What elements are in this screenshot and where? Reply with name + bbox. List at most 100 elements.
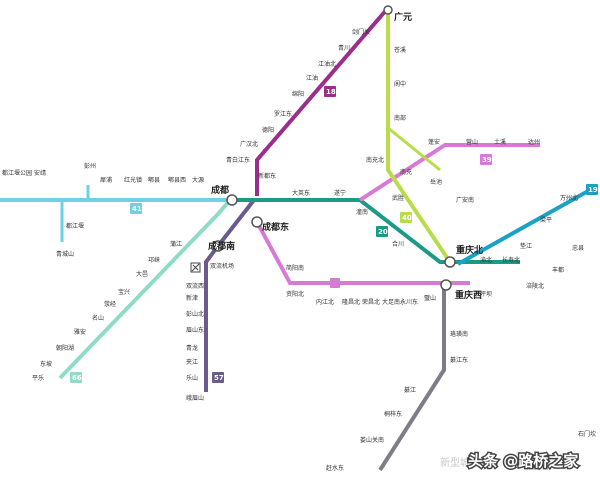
svg-text:41: 41 [132,205,142,213]
hub-chongqing-west: 重庆西 [455,289,482,301]
station-jianyang: 简阳南 [286,264,304,272]
station-leshan: 乐山 [186,374,198,382]
line-39 [358,143,540,202]
line-19 [457,188,591,266]
chengdu-south-hub [212,240,224,252]
station-mingshan: 名山 [92,314,104,322]
station-dongpo: 东坡 [40,360,52,368]
svg-text:20: 20 [378,228,388,236]
line-gray [378,285,446,472]
hub-chongqing-north: 重庆北 [456,244,483,256]
station-dayingdong: 大英东 [292,189,310,197]
svg-text:40: 40 [402,214,412,222]
station-wusheng: 武胜 [392,194,404,202]
station-nanchong: 南充 [400,168,412,176]
station-fengdu: 丰都 [552,266,564,274]
station-pengshan: 彭山北 [186,310,204,318]
line-40-branch [387,126,441,172]
chongqing-north-hub [444,256,456,268]
station-ziyang: 资阳北 [286,290,304,298]
station-tongnan: 潼南 [356,208,368,216]
station-langzhong: 阆中 [394,80,406,88]
station-qinglong: 青龙 [186,344,198,352]
station-fuling: 涪陵北 [526,282,544,290]
station-yongchuan: 永川东 [400,298,418,306]
station-emei: 峨眉山 [186,394,204,402]
station-longchang: 隆昌北 [342,298,360,306]
line-57 [204,198,256,392]
station-liangping: 梁平 [540,216,552,224]
station-dayi: 大邑 [136,270,148,278]
station-xipu: 犀浦 [100,176,112,184]
station-dazu: 大足南 [382,298,400,306]
station-yuzhen: 渝北 [480,256,492,264]
badge-19: 19 [586,184,598,195]
station-hechuan: 合川 [392,240,404,248]
station-deyang: 德阳 [262,126,274,134]
station-jiajiang: 夹江 [186,358,198,366]
station-zhongxian: 忠县 [572,244,584,252]
station-guanganan: 广安南 [456,196,474,204]
station-qingchuan: 青川 [338,44,350,52]
station-pengzhou: 彭州 [84,162,96,170]
hub-chengdu: 成都 [211,184,229,196]
station-nanchongbei: 南充北 [366,156,384,164]
badge-18: 18 [324,86,336,97]
station-qingchengshan: 青城山 [56,250,74,258]
badge-41: 41 [130,203,142,214]
station-jiangyan: 都江堰 [66,222,84,230]
station-qijiang: 綦江 [404,386,416,394]
station-dujiangyan: 都江堰公园 [2,169,32,177]
hub-chengdu-east: 成都东 [262,221,289,233]
station-jiange: 剑门关 [352,28,370,36]
station-dayuan: 大源 [192,176,204,184]
station-dianjiang: 垫江 [520,242,532,250]
station-chaoyanghu: 朝阳湖 [56,344,74,352]
badge-13 [330,278,340,288]
station-wanzhou: 万州北 [560,194,578,202]
station-tuxi: 土溪 [494,138,506,146]
station-shapingba: 沙坪坝 [474,290,492,298]
watermark-main: 头条 @路桥之家 [468,452,578,470]
badge-57: 57 [212,372,224,383]
station-shuangliuxi: 双流西 [186,282,204,290]
station-luohuang: 珞璜南 [450,330,468,338]
station-labels: 剑门关 青川 江油北 江油 绵阳 罗江东 德阳 广汉北 青白江东 新都东 苍溪 … [2,28,596,472]
station-tongzi: 桐梓东 [384,410,402,418]
station-yaan: 雅安 [74,328,86,336]
line-39-branch [255,221,470,285]
station-luojiang: 罗江东 [274,110,292,118]
station-cangxi: 苍溪 [394,46,406,54]
chengdu-hub [226,194,238,206]
station-dazhou: 达州 [528,138,540,146]
station-neijiang: 内江北 [316,298,334,306]
station-loushanguan: 娄山关南 [360,436,384,444]
station-jiangjin: 綦江东 [450,356,468,364]
station-nanbu: 南部 [394,114,406,122]
station-pingle: 平乐 [32,375,44,382]
line-18 [255,6,390,196]
svg-text:57: 57 [214,374,224,382]
station-xishan: 石门坎 [578,430,596,438]
station-qingbaijiang: 青白江东 [226,156,250,164]
station-xingjing: 荥经 [104,300,116,308]
svg-text:19: 19 [588,186,598,194]
chongqing-west-hub [440,279,452,291]
hub-guangyuan: 广元 [394,11,412,23]
station-bishan: 璧山 [424,294,436,302]
line-66 [58,198,232,380]
guangyuan-hub [383,5,393,15]
station-qionglai: 邛崃 [148,256,160,264]
airport-icon [190,262,201,273]
hub-chengdu-south: 成都南 [208,240,235,252]
station-yuechi: 岳池 [430,178,442,186]
station-xinjin: 新津 [186,294,198,302]
badge-66: 66 [70,372,82,383]
station-suining: 遂宁 [334,189,346,197]
station-meishan: 眉山东 [186,326,204,334]
line-41 [0,185,232,242]
station-rongchang: 荣昌北 [362,298,380,306]
station-yingshan: 营山 [466,138,478,146]
